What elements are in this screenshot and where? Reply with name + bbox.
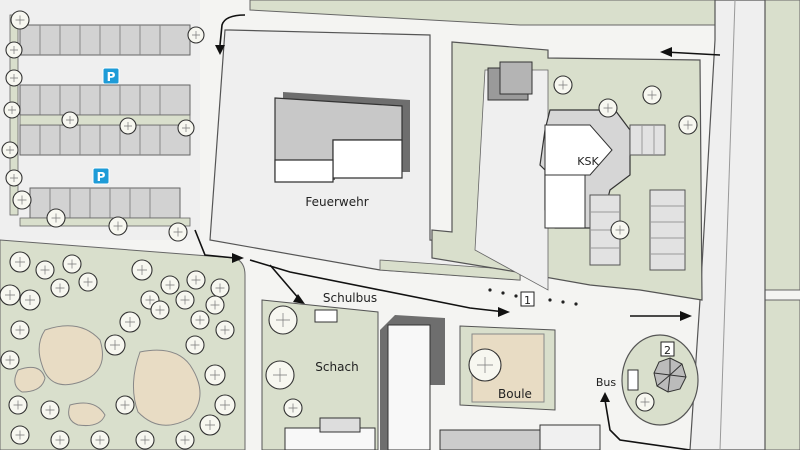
tree-detail <box>25 295 35 305</box>
tree-detail <box>66 116 74 124</box>
tree-detail <box>125 317 135 327</box>
boule-zone <box>459 325 556 411</box>
tree-detail <box>477 357 493 373</box>
tree-detail <box>288 403 298 413</box>
tree-detail <box>15 15 25 25</box>
tree-detail <box>180 295 190 305</box>
tree-detail <box>190 340 200 350</box>
tree-detail <box>210 370 220 380</box>
sand-area <box>68 402 106 426</box>
tree-detail <box>13 400 23 410</box>
schach-label: Schach <box>315 360 358 374</box>
sand-area <box>14 366 46 393</box>
tree-detail <box>173 227 183 237</box>
tree-detail <box>113 221 123 231</box>
tree-detail <box>51 213 61 223</box>
arrow-curve-top <box>219 14 246 46</box>
arrow-bus <box>604 399 691 450</box>
tree-detail <box>95 435 105 445</box>
boule-label: Boule <box>498 387 532 401</box>
traffic-arrows <box>194 14 721 450</box>
tree-detail <box>17 195 27 205</box>
feuerwehr-building-front <box>332 139 403 179</box>
pavilion-icon <box>653 357 687 393</box>
tree-detail <box>15 430 25 440</box>
arrow-to-road <box>194 229 236 259</box>
tree-detail <box>647 90 657 100</box>
tree-detail <box>165 280 175 290</box>
central-building <box>380 315 445 450</box>
tree-detail <box>145 295 155 305</box>
tree-detail <box>191 275 201 285</box>
bus-label: Bus <box>596 376 617 389</box>
tree-detail <box>120 400 130 410</box>
marker-1-text: 1 <box>524 294 531 307</box>
top-green-strip <box>249 0 716 26</box>
tree-detail <box>6 146 14 154</box>
tree-detail <box>195 315 205 325</box>
tree-detail <box>558 80 568 90</box>
tree-detail <box>110 340 120 350</box>
tree-detail <box>210 300 220 310</box>
tree-detail <box>10 46 18 54</box>
tree-detail <box>124 122 132 130</box>
tree-detail <box>45 405 55 415</box>
parking-sign-1: P <box>102 67 120 85</box>
tree-detail <box>10 74 18 82</box>
tree-detail <box>276 313 290 327</box>
arrow-schulbus <box>269 264 301 301</box>
ksk-zone <box>431 41 703 301</box>
tree-detail <box>83 277 93 287</box>
right-green-strip <box>764 0 800 291</box>
tree-detail <box>603 103 613 113</box>
sand-area <box>38 325 103 386</box>
marker-2-text: 2 <box>664 344 671 357</box>
tree-detail <box>192 31 200 39</box>
tree-detail <box>205 420 215 430</box>
ksk-label: KSK <box>577 155 599 168</box>
tree-detail <box>55 283 65 293</box>
sand-area <box>133 349 201 426</box>
tree-detail <box>8 106 16 114</box>
tree-detail <box>615 225 625 235</box>
tree-detail <box>182 124 190 132</box>
dotted-path <box>488 288 578 306</box>
tree-detail <box>683 120 693 130</box>
feuerwehr-label: Feuerwehr <box>305 195 368 209</box>
arrow-right-top <box>664 51 721 56</box>
trees <box>0 10 698 450</box>
tree-detail <box>220 325 230 335</box>
arrow-heads <box>215 45 692 402</box>
road-edge-line <box>719 0 736 450</box>
parking-sign-2: P <box>92 167 110 185</box>
marker-1: 1 <box>520 291 535 307</box>
tree-detail <box>155 305 165 315</box>
tree-detail <box>67 259 77 269</box>
tree-detail <box>137 265 147 275</box>
tree-detail <box>15 257 25 267</box>
tree-detail <box>5 290 15 300</box>
tree-detail <box>180 435 190 445</box>
tree-detail <box>55 435 65 445</box>
feuerwehr-zone <box>209 29 521 281</box>
marker-2: 2 <box>660 341 675 357</box>
tree-detail <box>215 283 225 293</box>
tree-detail <box>15 325 25 335</box>
tree-detail <box>640 397 650 407</box>
schulbus-label: Schulbus <box>323 291 377 305</box>
tree-detail <box>40 265 50 275</box>
right-green-strip-lower <box>764 299 800 450</box>
parking-sign-text: P <box>107 70 116 84</box>
tree-detail <box>140 435 150 445</box>
bottom-buildings <box>284 417 601 450</box>
tree-detail <box>5 355 15 365</box>
parking-sign-text: P <box>97 170 106 184</box>
tree-detail <box>273 368 287 382</box>
tree-detail <box>220 400 230 410</box>
tree-detail <box>10 174 18 182</box>
